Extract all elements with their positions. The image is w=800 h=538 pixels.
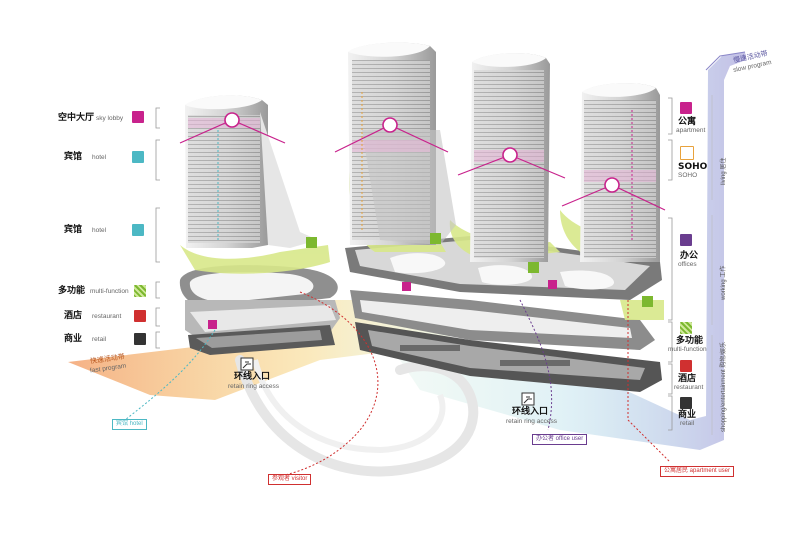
legend-retail-r-en: retail	[680, 420, 695, 427]
legend-restaurant-cn: 酒店	[64, 311, 83, 321]
sky-lobby-arrows	[179, 119, 666, 211]
legend-restaurant-en: restaurant	[92, 313, 122, 320]
legend-restaurant-r-en: restaurant	[674, 384, 704, 391]
restaurant-icon	[680, 360, 692, 372]
legend-multi-function-r-cn: 多功能	[676, 336, 704, 346]
left-legend-brackets	[155, 107, 160, 349]
legend-offices-cn: 办公	[680, 251, 699, 261]
ring-access-2-en: retain ring access	[506, 418, 557, 425]
office-icon	[680, 234, 692, 246]
ring-access-1-cn: 环线入口	[234, 372, 271, 382]
park-icons	[208, 233, 653, 329]
right-legend-brackets	[668, 97, 673, 431]
legend-hotel-en: hotel	[92, 154, 107, 161]
legend-hotel-2-cn: 宾馆	[64, 225, 83, 235]
shopping-label: shopping/entertainment 购物/娱乐	[721, 341, 727, 432]
multi-function-icon	[134, 285, 146, 297]
legend-sky-lobby-cn: 空中大厅	[58, 113, 95, 123]
legend-soho-en: SOHO	[678, 172, 698, 179]
legend-multi-function-r-en: multi-function	[668, 346, 707, 353]
retail-icon	[680, 397, 692, 409]
ring-access-1-en: retain ring access	[228, 383, 279, 390]
hotel-user-tag: 宾馆 hotel	[112, 419, 147, 430]
restaurant-icon	[134, 310, 146, 322]
podium	[179, 236, 662, 392]
legend-retail-en: retail	[92, 336, 107, 343]
visitor-tag: 参观者 visitor	[268, 474, 312, 485]
legend-multi-function-en: multi-function	[90, 288, 129, 295]
legend-multi-function-cn: 多功能	[58, 286, 86, 296]
office-user-tag: 办公者 office user	[532, 434, 588, 445]
apartment-user-tag: 公寓居民 apartment user	[660, 466, 735, 477]
legend-soho-cn: SOHO	[678, 162, 708, 172]
apartment-icon	[680, 102, 692, 114]
legend-apartment-en: apartment	[676, 127, 706, 134]
multi-function-icon	[680, 322, 692, 334]
sky-lobby-nodes	[224, 112, 620, 193]
legend-retail-r-cn: 商业	[678, 410, 697, 420]
legend-offices-en: offices	[678, 261, 697, 268]
hotel-icon	[132, 151, 144, 163]
ring-access-2-cn: 环线入口	[512, 407, 549, 417]
legend-hotel-cn: 宾馆	[64, 152, 83, 162]
legend-restaurant-r-cn: 酒店	[678, 374, 697, 384]
legend-retail-cn: 商业	[64, 334, 83, 344]
retail-icon	[134, 333, 146, 345]
circulation-paths	[124, 92, 671, 479]
legend-apartment-cn: 公寓	[678, 117, 697, 127]
soho-icon	[680, 146, 694, 160]
hotel-icon	[132, 224, 144, 236]
legend-hotel-2-en: hotel	[92, 227, 107, 234]
legend-sky-lobby-en: sky lobby	[96, 115, 124, 122]
sky-lobby-icon	[132, 111, 144, 123]
working-label: working 工作	[721, 265, 727, 300]
tower-1	[185, 95, 318, 248]
ring-access-loop	[235, 355, 479, 477]
living-label: living 居住	[721, 157, 727, 185]
